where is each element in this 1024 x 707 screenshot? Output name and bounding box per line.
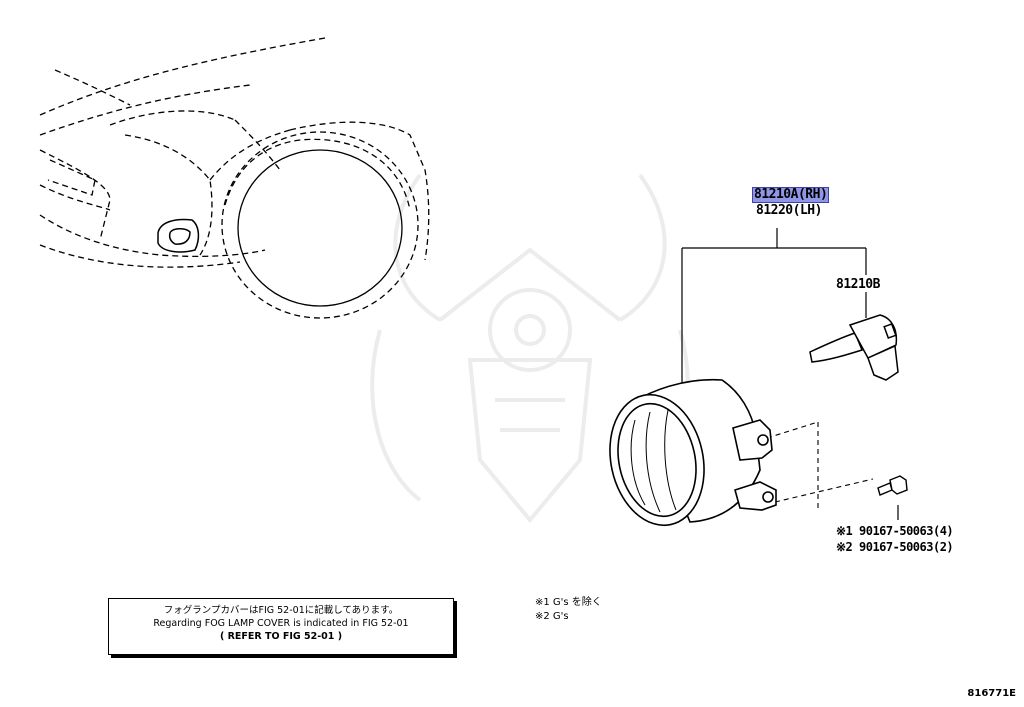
- fog-lamp-bulb: [809, 314, 899, 381]
- part-label-screw-1[interactable]: ※1 90167-50063(4): [836, 524, 954, 538]
- footnote-2: ※2 G's: [535, 611, 569, 622]
- part-label-bulb[interactable]: 81210B: [836, 277, 880, 292]
- screw-dashed-guide: [766, 421, 874, 508]
- leader-lines: [681, 228, 899, 520]
- fog-lamp-location: [157, 218, 200, 253]
- figure-code: 816771E: [967, 688, 1016, 699]
- part-label-screw-2[interactable]: ※2 90167-50063(2): [836, 540, 954, 554]
- part-label-lh[interactable]: 81220(LH): [756, 203, 822, 218]
- mounting-screw: [877, 475, 908, 496]
- car-front-outline: [39, 37, 430, 268]
- front-wheel: [221, 131, 419, 319]
- fog-lamp-cover-note: フォグランプカバーはFIG 52-01に記載してあります。 Regarding …: [108, 598, 454, 655]
- note-line-english: Regarding FOG LAMP COVER is indicated in…: [153, 618, 409, 629]
- fog-lamp-assembly: [609, 378, 777, 527]
- footnote-1: ※1 G's を除く: [535, 597, 602, 608]
- note-line-japanese: フォグランプカバーはFIG 52-01に記載してあります。: [163, 605, 399, 616]
- part-label-rh[interactable]: 81210A(RH): [751, 187, 830, 203]
- note-refer-link[interactable]: ( REFER TO FIG 52-01 ): [219, 631, 343, 642]
